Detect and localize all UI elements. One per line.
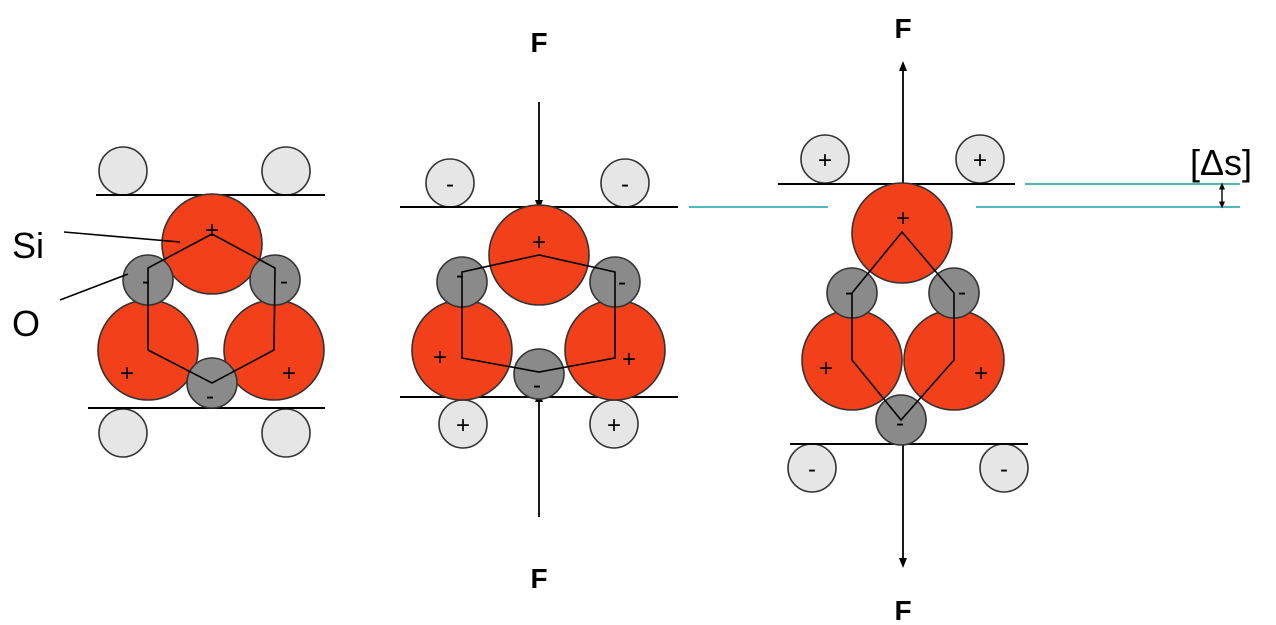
charge-sign: + bbox=[974, 360, 988, 387]
charge-sign: + bbox=[282, 360, 296, 387]
charge-sign: - bbox=[958, 279, 966, 306]
charge-sign: + bbox=[622, 346, 636, 373]
charge-sign: + bbox=[120, 360, 134, 387]
charge-sign: - bbox=[845, 279, 853, 306]
surface-charge-circle bbox=[261, 408, 311, 458]
silicon-atom bbox=[161, 193, 263, 295]
force-label-top: F bbox=[530, 27, 547, 58]
charge-sign: + bbox=[433, 344, 447, 371]
charge-sign: + bbox=[532, 229, 546, 256]
charge-sign: - bbox=[206, 383, 214, 410]
charge-sign: + bbox=[607, 412, 621, 439]
panel-compression: F F - - + + + + + - - - bbox=[400, 27, 678, 594]
surface-charge-circle bbox=[98, 146, 148, 196]
charge-sign: - bbox=[896, 410, 904, 437]
charge-sign: + bbox=[456, 412, 470, 439]
charge-sign: - bbox=[808, 456, 816, 483]
lattice-bonds bbox=[461, 254, 616, 373]
charge-sign: - bbox=[621, 171, 629, 198]
charge-sign: + bbox=[818, 147, 832, 174]
charge-sign: - bbox=[1000, 456, 1008, 483]
lattice-bonds bbox=[851, 230, 955, 422]
panel-tension: F F + + - - + + + - - - bbox=[778, 13, 1029, 625]
charge-sign: - bbox=[142, 268, 150, 295]
surface-charge-circle bbox=[98, 408, 148, 458]
delta-s-label: [Δs] bbox=[1190, 142, 1252, 183]
surface-charge-circle bbox=[261, 146, 311, 196]
o-leader-line bbox=[59, 273, 129, 301]
charge-sign: - bbox=[533, 372, 541, 399]
charge-sign: - bbox=[456, 262, 464, 289]
force-label-top: F bbox=[894, 13, 911, 44]
charge-sign: + bbox=[819, 355, 833, 382]
lattice-bonds bbox=[147, 233, 276, 384]
charge-sign: - bbox=[280, 268, 288, 295]
charge-sign: - bbox=[618, 269, 626, 296]
force-label-bottom: F bbox=[894, 595, 911, 625]
charge-sign: + bbox=[896, 205, 910, 232]
charge-sign: - bbox=[446, 171, 454, 198]
displacement-indicator: [Δs] bbox=[689, 142, 1252, 209]
si-leader-line bbox=[63, 231, 181, 243]
o-label: O bbox=[12, 303, 40, 344]
charge-sign: + bbox=[973, 147, 987, 174]
oxygen-atom bbox=[513, 348, 565, 400]
force-label-bottom: F bbox=[530, 563, 547, 594]
panel-unstressed: + + + - - - Si O bbox=[12, 146, 325, 458]
si-label: Si bbox=[12, 225, 44, 266]
charge-sign: + bbox=[205, 217, 219, 244]
